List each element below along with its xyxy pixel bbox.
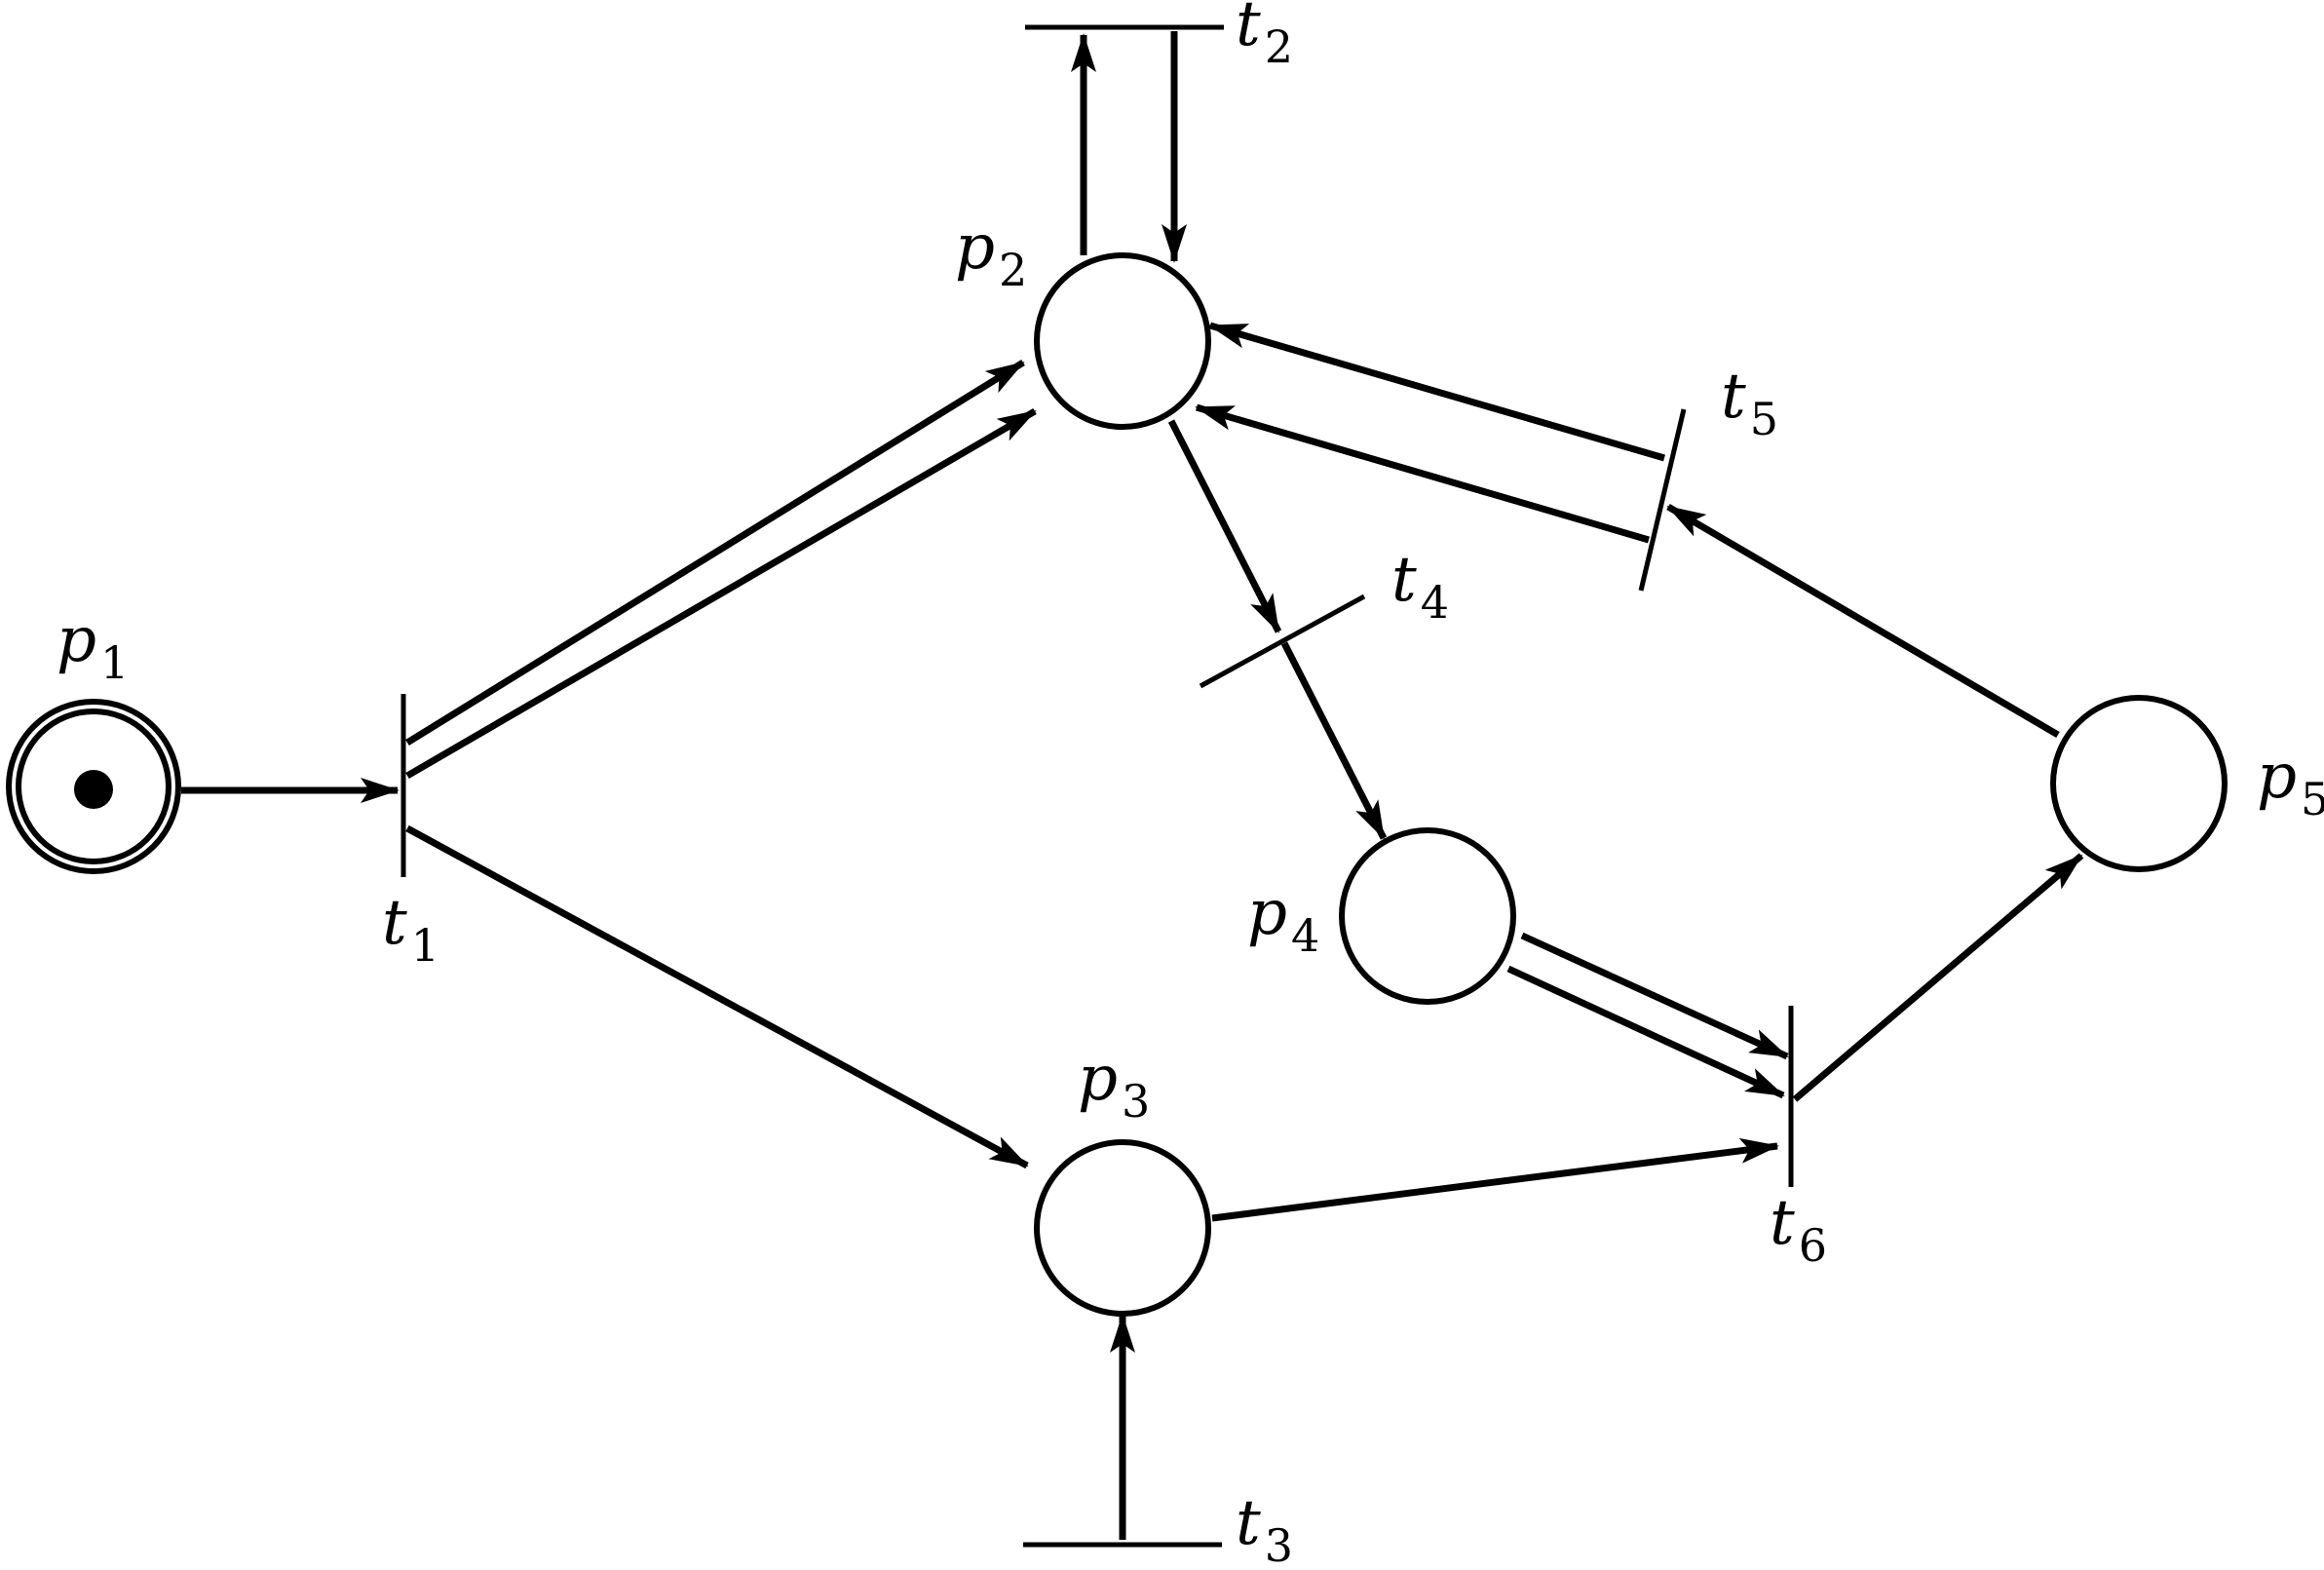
transition-t5-bar	[1638, 408, 1687, 592]
arc-t5-p2-b	[1195, 403, 1650, 544]
arc-p4-t6-b	[1506, 965, 1785, 1099]
place-p3	[1034, 1139, 1211, 1317]
label-p3: p3	[1078, 1043, 1150, 1128]
label-t6: t6	[1770, 1187, 1827, 1272]
label-p4: p4	[1247, 877, 1319, 962]
arc-t5-p2-a	[1208, 322, 1665, 462]
label-p2: p2	[955, 211, 1027, 296]
label-t2: t2	[1236, 0, 1293, 73]
label-t1: t1	[382, 887, 439, 972]
label-p1: p1	[57, 604, 129, 689]
arc-p4-t6-a	[1520, 932, 1789, 1060]
arc-p5-t5	[1666, 503, 2060, 739]
place-p2	[1034, 252, 1211, 430]
arc-t6-p5	[1792, 853, 2084, 1102]
labels: p1 p2 p3 p4 p5 t1 t2 t3 t4 t5 t6	[57, 0, 2324, 1570]
place-p4	[1339, 827, 1516, 1005]
places	[6, 252, 2228, 1317]
arc-t1-p3	[405, 824, 1029, 1169]
transitions	[400, 24, 1794, 1548]
transition-t4-bar	[1199, 594, 1366, 689]
arc-t4-p4	[1280, 641, 1388, 840]
label-t4: t4	[1391, 544, 1449, 629]
label-p5: p5	[2257, 741, 2324, 825]
arc-p3-t6	[1211, 1137, 1779, 1222]
token	[74, 770, 113, 809]
arc-p2-t4	[1167, 419, 1282, 633]
arc-t1-p2-a	[405, 360, 1025, 746]
label-t5: t5	[1721, 361, 1778, 445]
label-t3: t3	[1236, 1487, 1293, 1570]
arc-t1-p2-b	[405, 407, 1037, 780]
place-p1	[6, 699, 181, 874]
place-p5	[2050, 695, 2228, 872]
arcs	[181, 31, 2084, 1540]
